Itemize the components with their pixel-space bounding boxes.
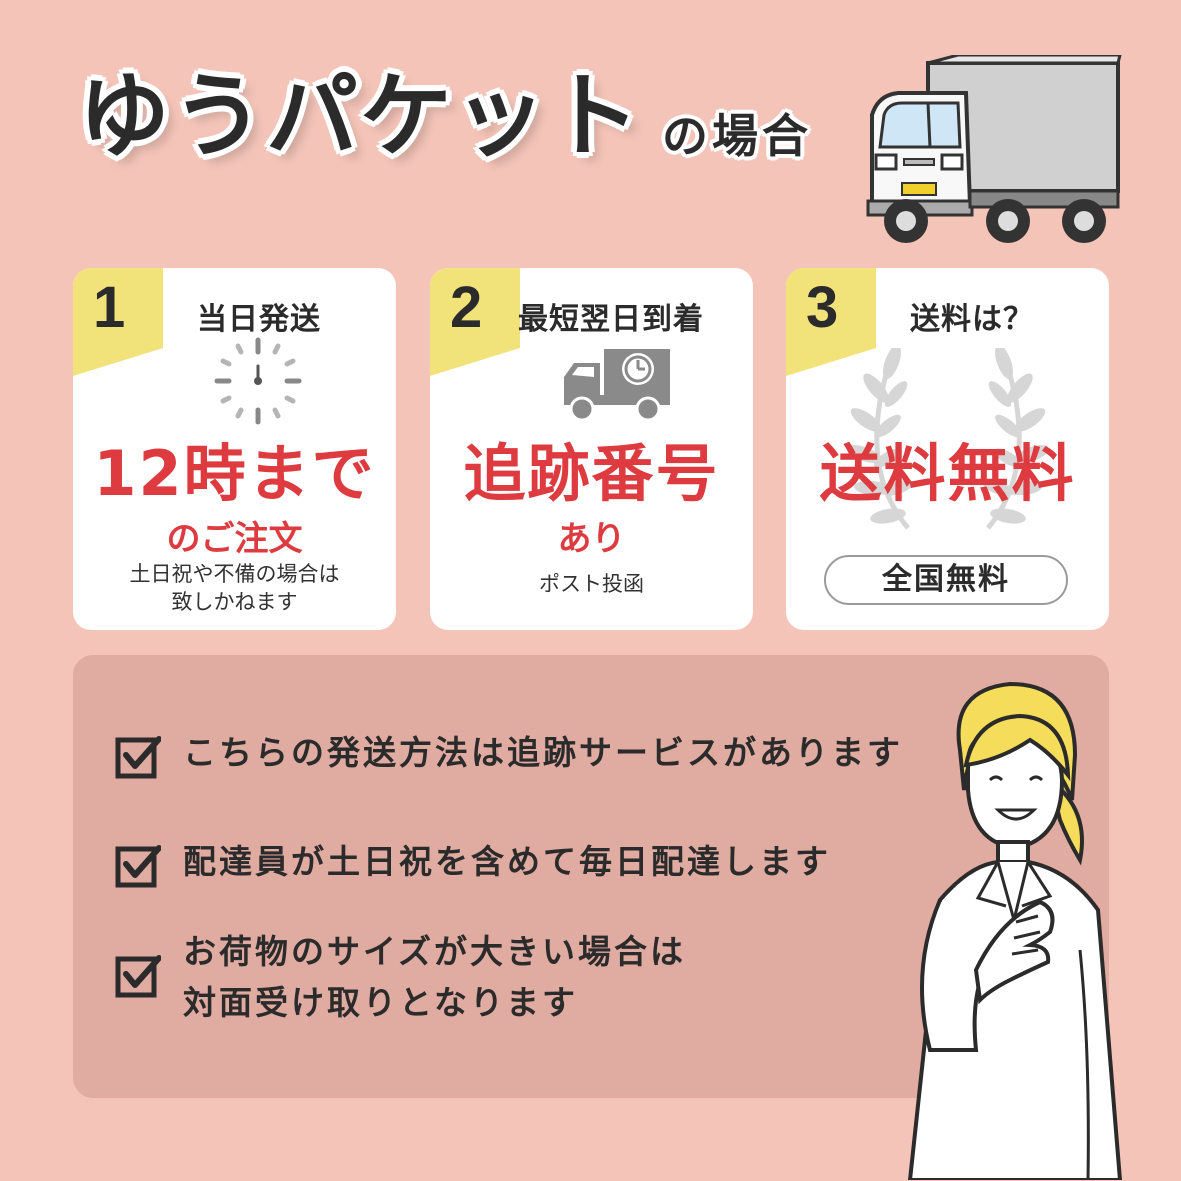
checklist-text: 配達員が土日祝を含めて毎日配達します <box>183 836 831 887</box>
tracking-number: 追跡番号 <box>463 437 720 510</box>
card-heading: 送料は？ <box>910 302 1034 337</box>
order-deadline-sub: のご注文 <box>166 519 303 559</box>
checklist-text: お荷物のサイズが大きい場合は 対面受け取りとなります <box>183 926 686 1028</box>
checkbox-checked-icon <box>115 955 161 998</box>
number-flag <box>430 268 520 376</box>
checklist-line: 対面受け取りとなります <box>183 983 579 1023</box>
card-next-day-arrival: 2 最短翌日到着 追跡番号 あり ポスト投函 <box>430 268 753 630</box>
checklist-text: こちらの発送方法は追跡サービスがあります <box>183 727 903 778</box>
truck-icon <box>866 55 1122 243</box>
page-subtitle: の場合 <box>662 109 812 163</box>
card-same-day-shipping: 1 当日発送 12時まで のご注文 土日祝や不備の場合は 致しかねます <box>73 268 396 630</box>
card-note: ポスト投函 <box>430 570 753 598</box>
card-note-line: 土日祝や不備の場合は <box>129 562 340 586</box>
delivery-truck-clock-icon <box>564 349 670 422</box>
card-shipping-fee: 3 送料は？ 送料無 <box>786 268 1109 630</box>
order-deadline: 12時まで <box>93 437 376 510</box>
card-heading: 当日発送 <box>197 302 321 337</box>
number-flag <box>786 268 876 376</box>
laurel-wreath-icon <box>848 348 1048 530</box>
tracking-available: あり <box>557 519 626 559</box>
card-heading: 最短翌日到着 <box>518 302 704 337</box>
checklist-line: 配達員が土日祝を含めて毎日配達します <box>183 842 831 881</box>
nationwide-free-badge: 全国無料 <box>824 555 1068 605</box>
clock-icon <box>214 337 302 425</box>
card-number: 2 <box>450 275 483 340</box>
card-note-line: 致しかねます <box>171 590 298 615</box>
card-number: 3 <box>806 275 839 340</box>
free-shipping: 送料無料 <box>819 437 1076 510</box>
checklist-line: お荷物のサイズが大きい場合は <box>183 932 687 971</box>
page-title: ゆうパケット <box>78 63 643 170</box>
checkbox-checked-icon <box>115 845 161 888</box>
number-flag <box>73 268 163 376</box>
checkbox-checked-icon <box>115 736 161 779</box>
card-number: 1 <box>93 275 126 340</box>
staff-woman-illustration <box>907 681 1123 1180</box>
card-note: 土日祝や不備の場合は 致しかねます <box>73 560 396 617</box>
checklist-line: こちらの発送方法は追跡サービスがあります <box>183 733 903 772</box>
card-note-line: ポスト投函 <box>539 572 644 596</box>
